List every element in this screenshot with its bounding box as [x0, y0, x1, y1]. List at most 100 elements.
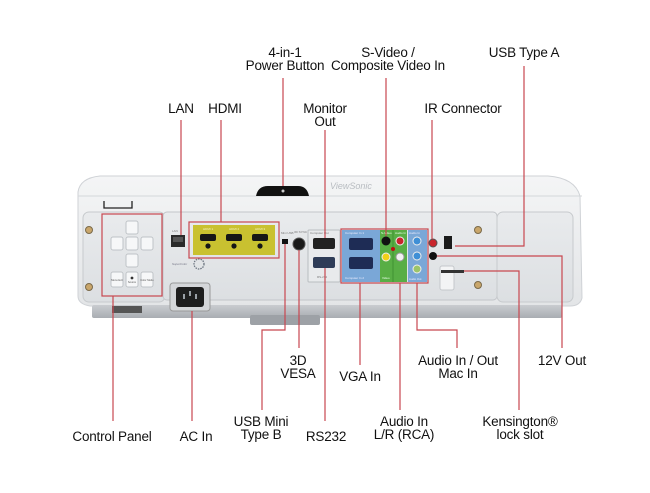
callout-text: S-Video /	[361, 45, 415, 60]
leader-audio-in-out	[416, 283, 458, 348]
projector-base	[92, 305, 562, 318]
rs232-port	[313, 257, 335, 268]
vesa-3d-port-label: 3D SYNC	[294, 230, 308, 234]
menu-exit-label: Menu Exit	[111, 278, 123, 282]
source-button[interactable]	[125, 271, 139, 288]
callout-text: lock slot	[496, 427, 544, 442]
callout-text: 3D	[289, 353, 307, 368]
callout-text: Type B	[240, 427, 282, 442]
hdmi-port-label: HDMI 2	[229, 227, 239, 231]
av-inputs-highlight	[340, 228, 429, 284]
computer-in-1-label: Computer In 1	[345, 231, 364, 235]
s-video-port	[381, 236, 391, 246]
control-panel-highlight	[101, 213, 163, 297]
callout-text: HDMI	[208, 101, 242, 116]
callout-text: Power Button	[245, 58, 325, 73]
screw	[85, 283, 93, 291]
callout-12v-out: 12V Out	[530, 354, 594, 368]
audio-in-2-jack	[412, 251, 422, 261]
callout-audio-rca: Audio In L/R (RCA)	[369, 414, 439, 442]
kensington-housing	[439, 265, 455, 291]
audio-out-label: Audio Out	[409, 277, 422, 281]
hdmi-port	[226, 234, 242, 241]
right-side-panel	[496, 211, 574, 303]
power-icon	[281, 189, 285, 193]
hdmi-port	[200, 234, 216, 241]
supercolor-icon	[193, 258, 205, 270]
callout-text: L/R (RCA)	[373, 427, 435, 442]
lan-port-label: LAN	[172, 229, 178, 233]
callout-text: 4-in-1	[268, 45, 302, 60]
callout-text: RS232	[305, 429, 347, 444]
callout-kensington: Kensington® lock slot	[478, 414, 562, 442]
callout-text: VGA In	[339, 369, 381, 384]
audio-l-rca-port	[395, 252, 405, 262]
audio-in-1-jack	[412, 236, 422, 246]
callout-text: LAN	[168, 101, 194, 116]
keystone-down-button[interactable]	[125, 253, 139, 268]
callout-hdmi: HDMI	[203, 101, 247, 116]
callout-ac-in: AC In	[174, 429, 218, 444]
rs232-label: RS-232	[317, 275, 328, 279]
callout-text: Mac In	[438, 366, 478, 381]
callout-monitor-out: Monitor Out	[294, 101, 356, 129]
usb-a-port	[444, 236, 452, 249]
screw	[85, 226, 93, 234]
lan-jack	[173, 237, 183, 242]
kensington-slot	[441, 270, 464, 273]
callout-text: AC In	[179, 429, 213, 444]
callout-svideo: S-Video / Composite Video In	[325, 45, 451, 73]
callout-lan: LAN	[166, 101, 196, 116]
callout-ir-connector: IR Connector	[416, 102, 510, 116]
callout-text: Kensington®	[482, 414, 558, 429]
computer-in-2-label: Computer In 2	[345, 276, 364, 280]
hdmi-cec-led	[231, 243, 237, 249]
callout-power-button: 4-in-1 Power Button	[243, 45, 327, 73]
callout-text: Audio In / Out	[418, 353, 498, 368]
monitor-out-port	[313, 238, 335, 249]
video-label: Video	[382, 276, 390, 280]
vga-in-1-port	[349, 238, 373, 250]
color-mode-label: Color Mode	[140, 278, 154, 282]
source-icon	[130, 276, 134, 280]
hdmi-highlight	[188, 221, 280, 259]
callout-text: Monitor	[303, 101, 347, 116]
usb-mini-port	[282, 239, 288, 244]
leader-kensington	[464, 270, 520, 410]
computer-out-label: Computer Out	[310, 231, 329, 235]
callout-text: USB Mini	[233, 414, 289, 429]
callout-text: Audio In	[380, 414, 428, 429]
keystone-up-button[interactable]	[125, 220, 139, 235]
callout-audio-in-out: Audio In / Out Mac In	[413, 353, 503, 381]
callout-usb-mini: USB Mini Type B	[231, 414, 291, 442]
audio-in-rca-label-top: Audio In	[395, 231, 406, 235]
brand-logo: ViewSonic	[330, 181, 372, 191]
callout-3d-vesa: 3D VESA	[280, 353, 316, 381]
hdmi-port-label: HDMI 1	[203, 227, 213, 231]
ac-in-port	[176, 287, 204, 307]
enter-button[interactable]	[125, 236, 139, 251]
ir-port	[428, 238, 438, 248]
menu-exit-button[interactable]	[110, 271, 124, 288]
vesa-3d-port	[292, 237, 306, 251]
vent-slot	[112, 306, 142, 313]
right-button[interactable]	[140, 236, 154, 251]
callout-usb-a: USB Type A	[482, 45, 566, 60]
callout-vga-in: VGA In	[334, 369, 386, 384]
screw	[474, 281, 482, 289]
callout-text: USB Type A	[488, 45, 560, 60]
left-button[interactable]	[110, 236, 124, 251]
audio-in-label: Audio In	[409, 231, 420, 235]
color-mode-button[interactable]	[140, 271, 154, 288]
callout-text: Out	[314, 114, 336, 129]
callout-text: VESA	[280, 366, 316, 381]
hdmi-cec-led	[257, 243, 263, 249]
control-panel-tab	[103, 201, 133, 209]
composite-video-port	[381, 252, 391, 262]
hdmi-port-label: HDMI 3	[255, 227, 265, 231]
callout-control-panel: Control Panel	[64, 430, 160, 444]
rca-marker	[391, 247, 395, 251]
leader-usb-a	[455, 66, 525, 247]
